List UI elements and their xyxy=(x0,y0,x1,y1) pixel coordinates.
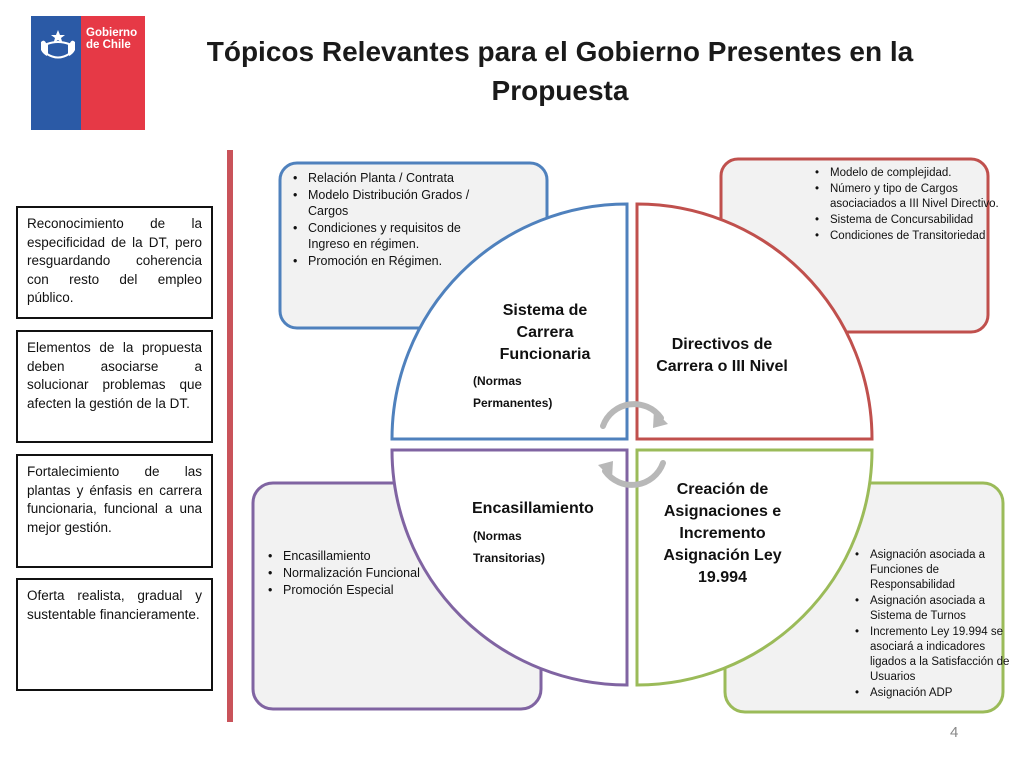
page-number: 4 xyxy=(950,724,959,741)
quadrant-title-line: Encasillamiento xyxy=(472,500,594,517)
list-item: Asignación asociada a Sistema de Turnos xyxy=(855,594,1020,624)
list-item: Normalización Funcional xyxy=(268,565,458,581)
logo-text: Gobierno de Chile xyxy=(86,27,137,51)
list-item: Modelo Distribución Grados / Cargos xyxy=(293,187,493,219)
gobierno-de-chile-logo: Gobierno de Chile xyxy=(31,16,145,130)
card-top-right-list: Modelo de complejidad. Número y tipo de … xyxy=(812,166,1002,245)
logo-blue-panel xyxy=(31,16,81,130)
quadrant-title-line: Asignaciones e xyxy=(663,503,782,520)
vertical-divider xyxy=(227,150,233,722)
quadrant-top-left-title: Sistema de Carrera Funcionaria xyxy=(475,300,615,366)
list-item: Promoción en Régimen. xyxy=(293,253,493,269)
list-item: Condiciones de Transitoriedad xyxy=(815,229,1002,244)
quadrant-bottom-left-subtitle: (Normas Transitorias) xyxy=(473,525,545,569)
card-bottom-right-list: Asignación asociada a Funciones de Respo… xyxy=(852,548,1020,702)
left-box-4-text: Oferta realista, gradual y sustentable f… xyxy=(27,588,202,622)
quadrant-title-line: Incremento xyxy=(679,525,766,542)
quadrant-title-line: 19.994 xyxy=(698,569,747,586)
quadrant-top-right-title: Directivos de Carrera o III Nivel xyxy=(642,334,802,378)
list-item: Asignación ADP xyxy=(855,686,1020,701)
card-bottom-left-list: Encasillamiento Normalización Funcional … xyxy=(265,548,458,599)
list-item: Sistema de Concursabilidad xyxy=(815,213,1002,228)
left-box-2-text: Elementos de la propuesta deben asociars… xyxy=(27,340,202,411)
quadrant-title-line: Asignación Ley xyxy=(663,547,782,564)
left-box-1: Reconocimiento de la especificidad de la… xyxy=(16,206,213,319)
cycle-arrow-head-2 xyxy=(598,461,613,479)
list-item: Asignación asociada a Funciones de Respo… xyxy=(855,548,1020,593)
quadrant-title-line: Directivos de xyxy=(671,336,773,353)
quadrant-title-line: Carrera o III Nivel xyxy=(656,358,788,375)
quadrant-sub-line: Transitorias) xyxy=(473,551,546,565)
quadrant-bottom-left xyxy=(390,448,629,687)
quadrant-title-line: Sistema de xyxy=(502,302,588,319)
quadrant-bottom-right-title: Creación de Asignaciones e Incremento As… xyxy=(650,479,795,589)
slide-title: Tópicos Relevantes para el Gobierno Pres… xyxy=(206,36,914,106)
left-box-1-text: Reconocimiento de la especificidad de la… xyxy=(27,216,202,305)
quadrant-bottom-right xyxy=(635,448,874,687)
cycle-arrow-head-1 xyxy=(653,410,668,428)
quadrant-sub-line: (Normas xyxy=(473,529,522,543)
quadrant-sub-line: Permanentes) xyxy=(473,396,553,410)
list-item: Relación Planta / Contrata xyxy=(293,170,493,186)
list-item: Incremento Ley 19.994 se asociará a indi… xyxy=(855,625,1020,685)
quadrant-title-line: Creación de xyxy=(676,481,769,498)
left-box-3-text: Fortalecimiento de las plantas y énfasis… xyxy=(27,464,202,535)
logo-red-panel xyxy=(81,16,145,130)
quadrant-top-left-subtitle: (Normas Permanentes) xyxy=(473,370,552,414)
quadrant-top-right xyxy=(635,202,874,441)
list-item: Promoción Especial xyxy=(268,582,458,598)
left-box-4: Oferta realista, gradual y sustentable f… xyxy=(16,578,213,691)
left-box-2: Elementos de la propuesta deben asociars… xyxy=(16,330,213,443)
card-top-left-list: Relación Planta / Contrata Modelo Distri… xyxy=(290,170,493,270)
chile-coat-of-arms-icon xyxy=(41,30,75,59)
quadrant-top-left xyxy=(390,202,629,441)
quadrant-title-line: Funcionaria xyxy=(499,346,591,363)
logo-line-2: de Chile xyxy=(86,39,131,51)
list-item: Modelo de complejidad. xyxy=(815,166,1002,181)
list-item: Encasillamiento xyxy=(268,548,458,564)
quadrant-title-line: Carrera xyxy=(516,324,574,341)
left-box-3: Fortalecimiento de las plantas y énfasis… xyxy=(16,454,213,568)
list-item: Condiciones y requisitos de Ingreso en r… xyxy=(293,220,493,252)
list-item: Número y tipo de Cargos asociaciados a I… xyxy=(815,182,1002,212)
quadrant-bottom-left-title: Encasillamiento xyxy=(472,498,622,520)
quadrant-sub-line: (Normas xyxy=(473,374,522,388)
logo-line-1: Gobierno xyxy=(86,27,138,39)
